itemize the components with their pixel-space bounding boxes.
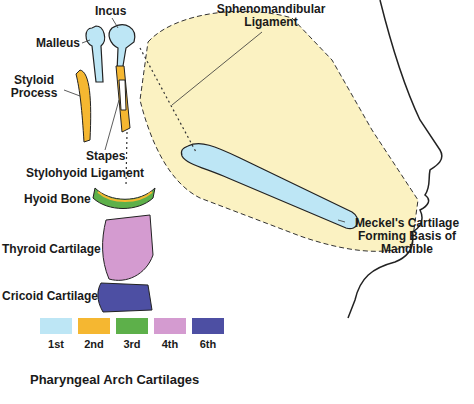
legend-text: 2nd	[75, 338, 113, 350]
part-label: Sphenomandibular Ligament	[212, 3, 330, 29]
malleus	[86, 26, 105, 82]
legend-text: 6th	[189, 338, 227, 350]
legend-swatch	[154, 318, 186, 334]
legend-text: 3rd	[113, 338, 151, 350]
styloid-process	[76, 70, 91, 142]
mandible-region	[140, 11, 418, 251]
part-label: Styloid Process	[4, 74, 64, 100]
part-label: Cricoid Cartilage	[2, 290, 122, 303]
leader-line	[338, 220, 345, 222]
stapes	[116, 66, 130, 132]
part-label: Meckel's Cartilage Forming Basis of Mand…	[348, 217, 466, 256]
part-label: Hyoid Bone	[24, 193, 104, 206]
thyroid-cartilage	[103, 215, 153, 280]
meckels-cartilage	[181, 144, 357, 229]
incus	[109, 25, 135, 72]
legend-text: 1st	[37, 338, 75, 350]
part-label: Malleus	[36, 37, 86, 50]
hyoid-bone	[93, 188, 155, 209]
legend-caption: Pharyngeal Arch Cartilages	[30, 372, 199, 387]
legend-text: 4th	[151, 338, 189, 350]
part-label: Incus	[95, 5, 145, 18]
legend-swatch	[40, 318, 72, 334]
legend-swatch	[116, 318, 148, 334]
leader-line	[105, 100, 119, 150]
sphenomandibular-ligament	[140, 48, 196, 152]
leader-line	[82, 40, 90, 43]
cricoid-cartilage	[98, 283, 152, 312]
face-profile	[348, 0, 442, 318]
leader-line	[112, 18, 118, 28]
part-label: Thyroid Cartilage	[2, 243, 122, 256]
part-label: Stapes	[86, 150, 136, 163]
part-label: Stylohyoid Ligament	[26, 167, 166, 180]
legend-swatch	[192, 318, 224, 334]
hyoid-bone-rim	[98, 192, 152, 201]
leader-line	[172, 32, 262, 105]
legend-swatch	[78, 318, 110, 334]
leader-line	[64, 90, 80, 96]
